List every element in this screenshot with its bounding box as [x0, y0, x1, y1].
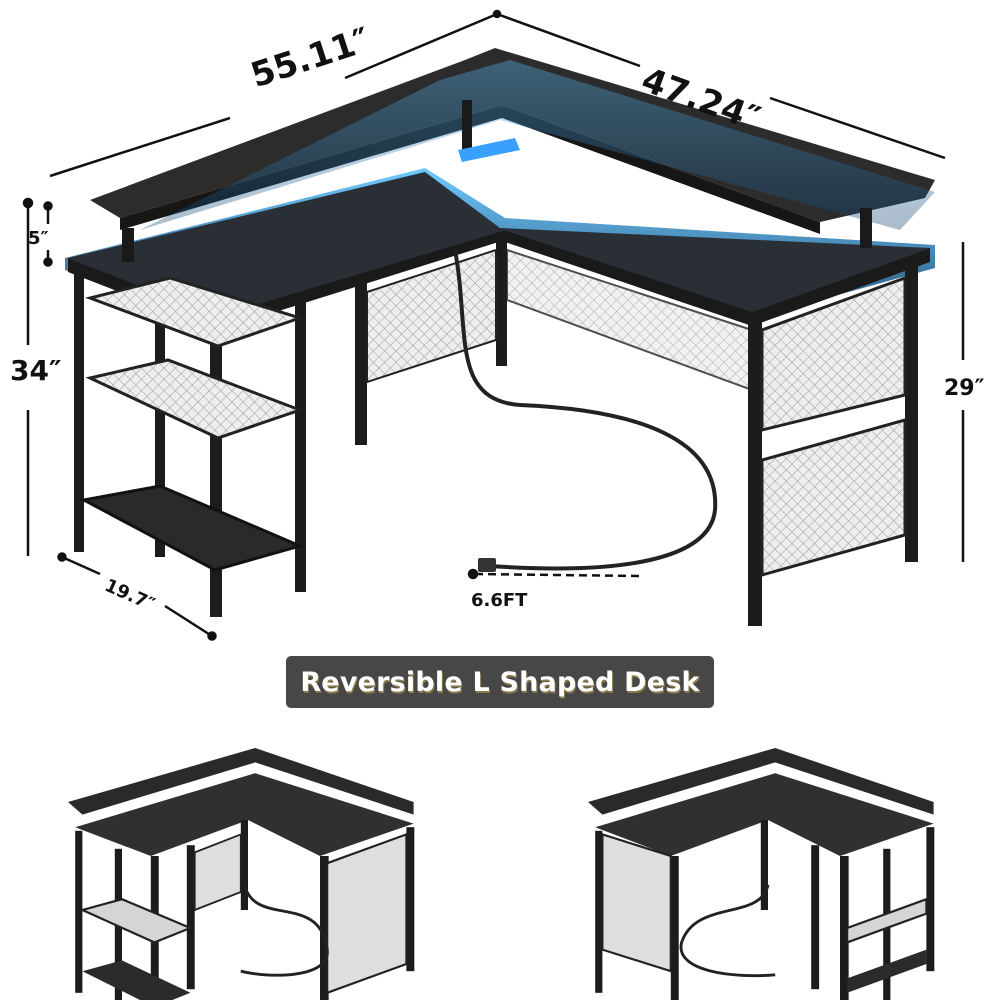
dimension-lines [22, 9, 965, 641]
dimension-cord-length: 6.6FT [471, 590, 528, 611]
dimension-desk-height: 29″ [944, 376, 985, 401]
right-frame [748, 262, 918, 626]
banner-label: Reversible L Shaped Desk [300, 666, 700, 698]
dimension-riser-height: 5″ [28, 228, 49, 249]
power-cord [453, 249, 718, 571]
left-shelf-unit [74, 270, 306, 617]
dimension-total-height: 34″ [10, 354, 62, 387]
title-banner: Reversible L Shaped Desk [286, 656, 714, 708]
monitor-shelf [90, 48, 935, 262]
